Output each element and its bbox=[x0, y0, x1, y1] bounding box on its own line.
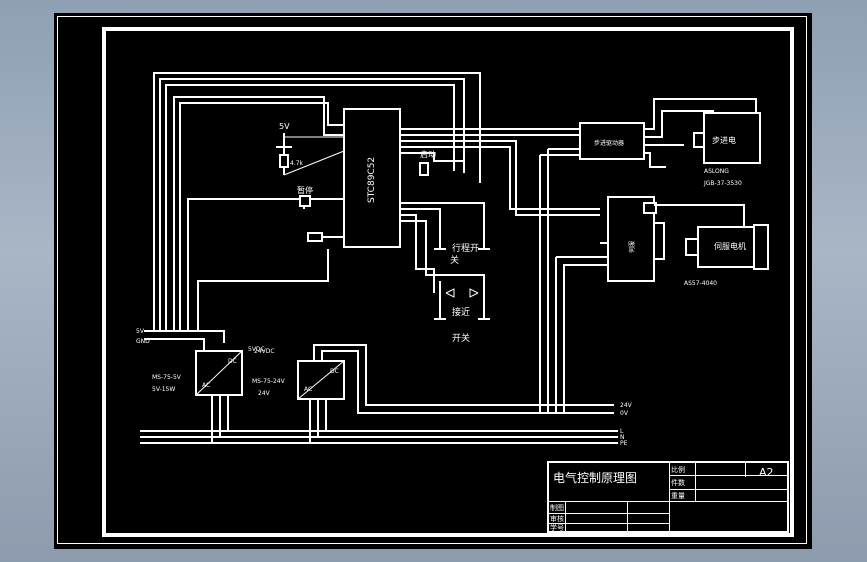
outer-border bbox=[57, 16, 807, 544]
student-label: 学号 bbox=[550, 524, 564, 532]
rail-0v: 0V bbox=[620, 410, 629, 417]
supply-labels: 5V GND bbox=[136, 328, 150, 345]
psu1-output: 5VDC bbox=[248, 346, 265, 353]
drawing-sheet: 5V 4.7k 暂停 STC89C52 bbox=[54, 13, 812, 549]
emergency-stop-switch: 暂停 bbox=[197, 185, 344, 331]
reset-voltage: 5V bbox=[279, 122, 290, 131]
drawing-title: 电气控制原理图 bbox=[553, 471, 638, 485]
proximity-switch-label-2: 开关 bbox=[452, 332, 470, 344]
limit-switch: 行程开 关 bbox=[434, 213, 490, 266]
stepper-motor-model-1: ASLONG bbox=[704, 168, 729, 175]
bus-wires bbox=[144, 72, 481, 351]
scale-label: 比例 bbox=[671, 466, 685, 474]
servo-motor-label: 伺服电机 bbox=[714, 241, 746, 251]
psu-24v: AC DC MS-75-24V 24V 24VDC bbox=[252, 344, 614, 414]
stepper-motor: 步进电 ASLONG JGB-37-3530 bbox=[693, 112, 761, 187]
psu1-model: MS-75-5V bbox=[152, 374, 182, 381]
start-switch-label: 启动 bbox=[420, 149, 436, 159]
psu2-ac: AC bbox=[304, 386, 312, 393]
stepper-motor-label: 步进电 bbox=[712, 135, 736, 145]
psu1-note: 5V-15W bbox=[152, 386, 175, 393]
psu-5v: AC DC MS-75-5V 5V-15W 5VDC bbox=[152, 346, 265, 396]
electrical-schematic: 5V 4.7k 暂停 STC89C52 bbox=[136, 72, 769, 447]
start-switch: 启动 bbox=[419, 149, 436, 176]
supply-5v: 5V bbox=[136, 328, 145, 335]
servo-power-wires bbox=[539, 148, 608, 413]
inner-border bbox=[102, 27, 794, 537]
proximity-switch: 接近 开关 bbox=[434, 281, 490, 344]
reset-circuit: 5V 4.7k bbox=[276, 122, 345, 176]
rail-24v: 24V bbox=[620, 402, 633, 409]
title-block: 电气控制原理图 比例 件数 重量 A2 制图 审核 学号 bbox=[547, 461, 789, 533]
mcu-output-wires bbox=[400, 128, 600, 293]
servo-motor-model: AS57-4040 bbox=[684, 280, 717, 287]
psu1-dc: DC bbox=[228, 358, 237, 365]
psu2-output: 24VDC bbox=[254, 348, 275, 355]
limit-switch-label-1: 行程开 bbox=[452, 242, 479, 254]
servo-driver-label: 伺服 bbox=[628, 241, 636, 253]
psu1-ac: AC bbox=[202, 382, 210, 389]
psu2-note: 24V bbox=[258, 390, 271, 397]
count-label: 件数 bbox=[671, 479, 685, 487]
check-label: 审核 bbox=[550, 515, 564, 523]
mcu-name: STC89C52 bbox=[367, 157, 377, 203]
supply-gnd: GND bbox=[136, 338, 150, 345]
rail-pe: PE bbox=[620, 440, 628, 447]
mcu-chip: STC89C52 bbox=[343, 108, 401, 248]
stepper-motor-model-2: JGB-37-3530 bbox=[703, 180, 742, 187]
psu2-model: MS-75-24V bbox=[252, 378, 286, 385]
proximity-switch-label-1: 接近 bbox=[452, 306, 470, 318]
servo-driver: 伺服 bbox=[600, 196, 745, 282]
rail-n: N bbox=[620, 434, 625, 441]
stepper-driver: 步进驱动器 bbox=[579, 98, 757, 168]
mains-rails: 24V 0V L N PE bbox=[140, 395, 633, 447]
servo-motor: 伺服电机 AS57-4040 bbox=[684, 224, 769, 287]
sheet-size: A2 bbox=[759, 466, 774, 479]
rail-l: L bbox=[620, 428, 624, 435]
emergency-stop-label: 暂停 bbox=[297, 185, 313, 195]
stepper-driver-label: 步进驱动器 bbox=[594, 139, 624, 147]
reset-resistor: 4.7k bbox=[290, 160, 304, 167]
limit-switch-label-2: 关 bbox=[450, 254, 459, 266]
drawn-label: 制图 bbox=[550, 504, 564, 512]
psu2-dc: DC bbox=[330, 368, 339, 375]
weight-label: 重量 bbox=[671, 492, 685, 500]
